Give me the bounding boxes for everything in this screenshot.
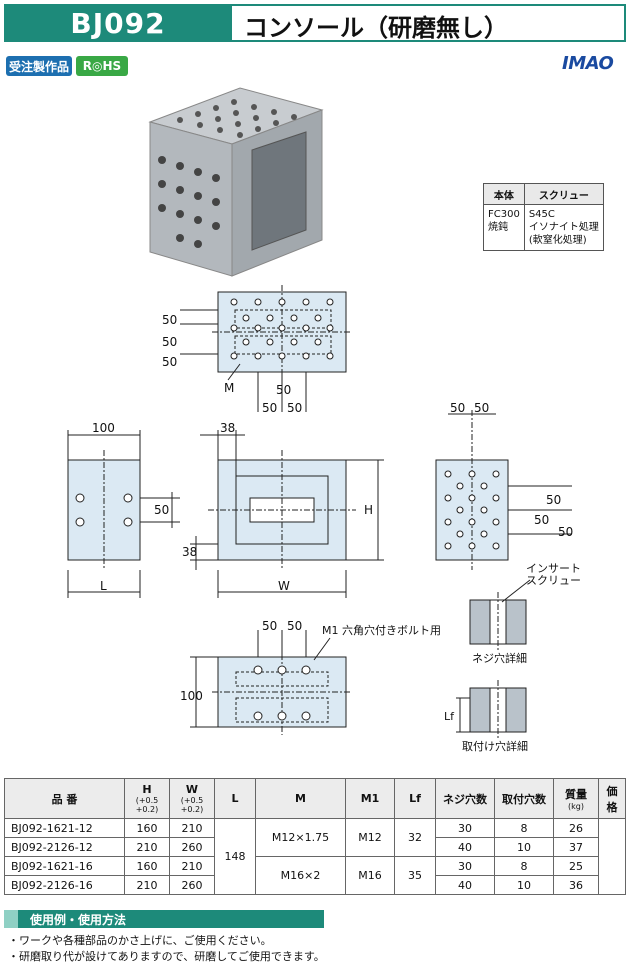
mount-holes: 8 [494, 856, 554, 876]
screw-holes: 40 [435, 837, 495, 857]
part-no: BJ092-1621-12 [4, 818, 125, 838]
material-screw-cell: S45C イソナイト処理 (軟窒化処理) [523, 204, 604, 251]
material-body-cell: FC300 焼鈍 [483, 204, 525, 251]
table-row: BJ092-2126-16 210 260 40 10 36 [4, 875, 626, 895]
screw-holes: 40 [435, 875, 495, 895]
col-screw-holes: ネジ穴数 [435, 778, 495, 819]
dim-50-bottom-a: 50 [262, 619, 277, 633]
mass: 26 [553, 818, 599, 838]
part-no: BJ092-1621-16 [4, 856, 125, 876]
material-table: 本体 スクリュー FC300 焼鈍 S45C イソナイト処理 (軟窒化処理) [483, 183, 604, 251]
dim-38-top: 38 [220, 421, 235, 435]
col-m1: M1 [345, 778, 395, 819]
label-w: W [278, 579, 290, 593]
dim-50-rear-a: 50 [450, 401, 465, 415]
col-price: 価 格 [598, 778, 626, 819]
l-value: 148 [214, 818, 256, 895]
w-value: 260 [169, 875, 215, 895]
table-row: BJ092-2126-12 210 260 40 10 37 [4, 837, 626, 857]
h-value: 160 [124, 818, 170, 838]
lf-value: 35 [394, 856, 436, 895]
page-title: コンソール（研磨無し） [244, 14, 508, 42]
price-cell [598, 818, 626, 895]
brand-logo: IMAO [562, 53, 614, 74]
dim-50-rear-e: 50 [558, 525, 573, 539]
h-value: 210 [124, 837, 170, 857]
mount-holes: 8 [494, 818, 554, 838]
usage-line-1: ・ワークや各種部品のかさ上げに、ご使用ください。 [8, 934, 272, 947]
usage-header-bar [4, 910, 324, 928]
dim-50-bottom-b: 50 [287, 619, 302, 633]
mount-holes: 10 [494, 837, 554, 857]
technical-drawing: 50 50 50 M 50 50 50 100 50 L 38 38 H W 5… [67, 285, 581, 753]
dim-50-a: 50 [162, 313, 177, 327]
screw-holes: 30 [435, 856, 495, 876]
insert-label-1: インサート [526, 562, 581, 575]
dim-50-rear-c: 50 [546, 493, 561, 507]
product-code: BJ092 [4, 4, 232, 42]
part-no: BJ092-2126-16 [4, 875, 125, 895]
w-value: 210 [169, 818, 215, 838]
mount-hole-detail-label: 取付け穴詳細 [462, 739, 528, 753]
mass: 25 [553, 856, 599, 876]
usage-header-mark [4, 910, 18, 928]
col-lf: Lf [394, 778, 436, 819]
w-value: 260 [169, 837, 215, 857]
dim-100-bottom: 100 [180, 689, 203, 703]
dim-50-f: 50 [287, 401, 302, 415]
mount-holes: 10 [494, 875, 554, 895]
lf-value: 32 [394, 818, 436, 857]
mass: 36 [553, 875, 599, 895]
col-l: L [214, 778, 256, 819]
m1-value: M16 [345, 856, 395, 895]
dim-50-b: 50 [162, 335, 177, 349]
m-value: M16×2 [255, 856, 346, 895]
h-value: 160 [124, 856, 170, 876]
screw-hole-detail-label: ネジ穴詳細 [472, 651, 527, 665]
made-to-order-badge: 受注製作品 [6, 56, 72, 76]
col-mount-holes: 取付穴数 [494, 778, 554, 819]
label-l: L [100, 579, 107, 593]
dim-50-d: 50 [276, 383, 291, 397]
col-h: H(+0.5 +0.2) [124, 778, 170, 819]
table-row: BJ092-1621-12 160 210 148 M12×1.75 M12 3… [4, 818, 626, 895]
dim-50-rear-d: 50 [534, 513, 549, 527]
dim-50-rear-b: 50 [474, 401, 489, 415]
col-part-no: 品 番 [4, 778, 125, 819]
mass: 37 [553, 837, 599, 857]
dim-50-e: 50 [262, 401, 277, 415]
m1-value: M12 [345, 818, 395, 857]
dim-38-left: 38 [182, 545, 197, 559]
dim-50-side: 50 [154, 503, 169, 517]
col-m: M [255, 778, 346, 819]
col-mass: 質量(kg) [553, 778, 599, 819]
table-row: BJ092-1621-16 160 210 M16×2 M16 35 30 8 … [4, 856, 626, 895]
screw-holes: 30 [435, 818, 495, 838]
usage-line-2: ・研磨取り代が設けてありますので、研磨してご使用できます。 [8, 950, 325, 963]
m1-note: M1 六角穴付きボルト用 [322, 623, 441, 637]
insert-label-2: スクリュー [526, 574, 581, 587]
material-header-body: 本体 [483, 183, 525, 205]
spec-table: 品 番 H(+0.5 +0.2) W(+0.5 +0.2) L M M1 Lf … [4, 778, 626, 895]
h-value: 210 [124, 875, 170, 895]
dim-100-side: 100 [92, 421, 115, 435]
label-m: M [224, 381, 234, 395]
product-image [148, 87, 324, 277]
label-lf: Lf [444, 710, 455, 723]
col-w: W(+0.5 +0.2) [169, 778, 215, 819]
label-h: H [364, 503, 373, 517]
w-value: 210 [169, 856, 215, 876]
dim-50-c: 50 [162, 355, 177, 369]
rohs-badge: R◎HS [76, 56, 128, 76]
usage-title: 使用例・使用方法 [30, 913, 127, 927]
m-value: M12×1.75 [255, 818, 346, 857]
material-header-screw: スクリュー [523, 183, 604, 205]
part-no: BJ092-2126-12 [4, 837, 125, 857]
